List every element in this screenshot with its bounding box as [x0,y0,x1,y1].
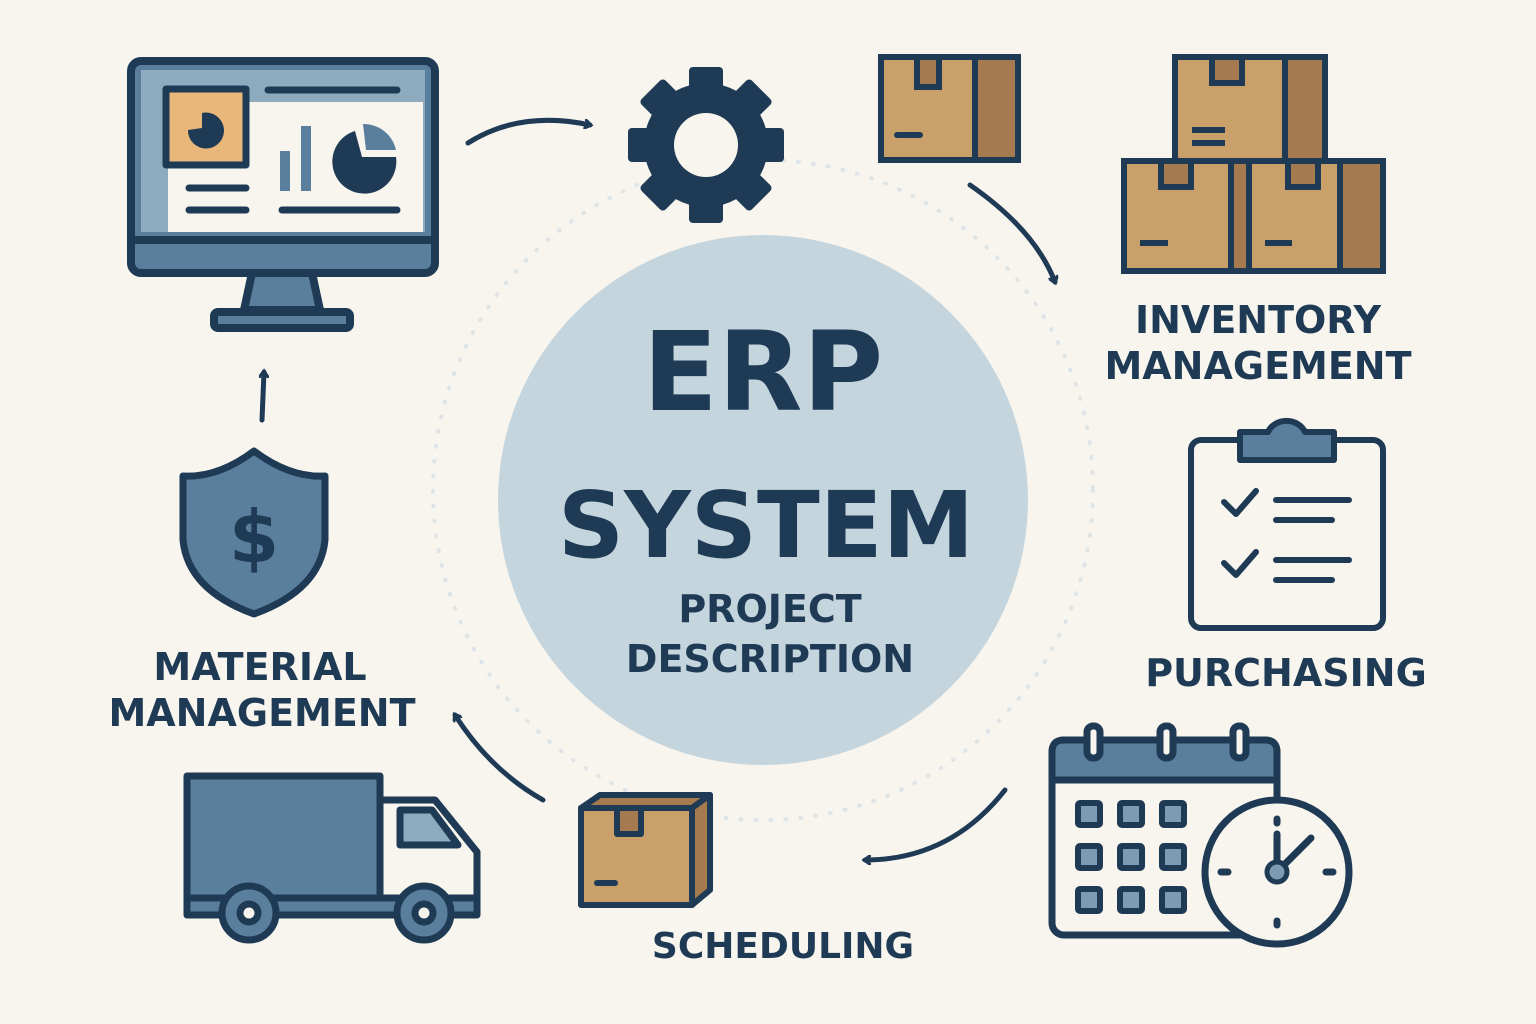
inventory-label-line2: MANAGEMENT [1104,344,1411,388]
material-label-line1: MATERIAL [153,645,366,689]
scheduling-label: SCHEDULING [652,926,914,967]
material-label-line2: MANAGEMENT [108,691,415,735]
clipboard-checklist-icon [1188,417,1386,631]
flow-arrow [262,372,264,423]
flow-arrow [967,182,1055,282]
stacked-boxes-icon [1121,54,1386,274]
flow-arrow [865,787,1008,860]
flow-arrow [452,715,546,803]
calendar-clock-icon [1048,722,1353,948]
svg-text:$: $ [229,495,279,579]
center-title-line2: SYSTEM [558,472,974,579]
center-subtitle-line2: DESCRIPTION [626,637,914,681]
truck-icon [183,772,481,944]
box-icon [578,792,713,908]
dotted-ring [431,158,1095,822]
center-circle [498,235,1028,765]
center-title-line1: ERP [643,308,883,436]
shield-dollar-icon: $ [179,447,329,618]
monitor-dashboard-icon [127,57,439,332]
purchasing-label: PURCHASING [1145,651,1427,695]
gear-icon [628,67,784,223]
box-icon [878,54,1021,163]
center-subtitle-line1: PROJECT [678,587,861,631]
flow-arrow [465,117,590,146]
inventory-label-line1: INVENTORY [1135,298,1382,342]
